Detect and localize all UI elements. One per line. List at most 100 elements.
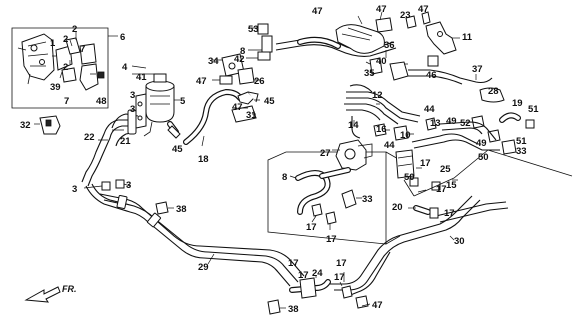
clamp-32 <box>34 115 61 135</box>
label-22: 22 <box>84 132 95 143</box>
label-3a: 3 <box>130 90 135 101</box>
leaders-top-left <box>17 32 96 79</box>
reservoir-bracket <box>135 93 147 129</box>
label-8a: 8 <box>240 46 245 57</box>
label-15: 15 <box>446 180 457 191</box>
label-1: 1 <box>50 38 56 49</box>
label-17b: 17 <box>436 184 447 195</box>
label-46: 46 <box>426 70 437 81</box>
clip-38-lower <box>267 299 286 315</box>
bracket-group-box <box>11 27 118 109</box>
far-right-parts <box>395 11 573 197</box>
return-pipe-30 <box>408 201 509 223</box>
label-3c: 3 <box>72 184 77 195</box>
label-5: 5 <box>180 96 186 107</box>
label-42: 42 <box>234 54 245 65</box>
label-19: 19 <box>512 98 523 109</box>
label-50b: 50 <box>404 172 415 183</box>
label-25: 25 <box>440 164 451 175</box>
label-50a: 50 <box>478 152 489 163</box>
lower-right-pipes <box>330 195 481 309</box>
label-17f: 17 <box>288 258 299 269</box>
label-16: 16 <box>376 124 387 135</box>
label-6: 6 <box>120 32 125 43</box>
label-2c: 2 <box>63 62 68 73</box>
label-4: 4 <box>122 62 128 73</box>
label-47e: 47 <box>418 4 429 15</box>
label-51b: 51 <box>516 136 527 147</box>
hose-24-lower <box>289 276 331 299</box>
upper-center-parts <box>212 23 273 123</box>
label-40: 40 <box>376 56 387 67</box>
label-47a: 47 <box>196 76 207 87</box>
label-26: 26 <box>254 76 265 87</box>
label-36: 36 <box>384 40 395 51</box>
label-3b: 3 <box>130 104 135 115</box>
hose-8-detail <box>289 167 351 215</box>
callout-labels: 1 2 2 2 7 6 39 7 48 4 41 3 3 5 32 22 21 … <box>20 4 539 315</box>
label-47b: 47 <box>232 102 243 113</box>
label-3d: 3 <box>126 180 131 191</box>
label-41: 41 <box>136 72 147 83</box>
label-51a: 51 <box>528 104 539 115</box>
label-49: 49 <box>446 116 457 127</box>
label-17a: 17 <box>420 158 431 169</box>
label-35: 35 <box>364 68 375 79</box>
main-pipe-29 <box>85 183 305 287</box>
front-label: FR. <box>62 284 77 294</box>
label-13: 13 <box>430 118 441 129</box>
label-31: 31 <box>246 110 257 121</box>
label-7b: 7 <box>64 96 69 107</box>
group-outline <box>11 27 109 109</box>
label-17c: 17 <box>306 222 317 233</box>
label-17i: 17 <box>334 272 345 283</box>
label-7: 7 <box>80 44 85 55</box>
label-17e: 17 <box>444 208 455 219</box>
label-47c: 47 <box>312 6 323 17</box>
label-33a: 33 <box>362 194 373 205</box>
label-29: 29 <box>198 262 209 273</box>
detail-clamps <box>311 189 362 230</box>
label-38b: 38 <box>288 304 299 315</box>
feed-hose-18 <box>183 88 243 147</box>
label-44a: 44 <box>424 104 435 115</box>
label-33b: 33 <box>516 146 527 157</box>
label-47f: 47 <box>372 300 383 311</box>
label-17g: 17 <box>298 270 309 281</box>
top-hoses <box>275 11 493 85</box>
label-48: 48 <box>96 96 107 107</box>
label-20: 20 <box>392 202 403 213</box>
pump-bracket <box>21 33 105 91</box>
label-12: 12 <box>372 90 383 101</box>
label-27: 27 <box>320 148 331 159</box>
label-10: 10 <box>400 130 411 141</box>
label-14: 14 <box>348 120 359 131</box>
clip-38-upper <box>155 201 174 215</box>
label-2b: 2 <box>63 34 68 45</box>
label-45a: 45 <box>172 144 183 155</box>
clip-3-lower <box>83 179 131 191</box>
label-49b: 49 <box>476 138 487 149</box>
label-24: 24 <box>312 268 323 279</box>
label-17d: 17 <box>326 234 337 245</box>
label-44b: 44 <box>384 140 395 151</box>
label-37: 37 <box>472 64 483 75</box>
label-23: 23 <box>400 10 411 21</box>
label-52: 52 <box>460 118 471 129</box>
front-direction-arrow: FR. <box>24 284 77 303</box>
label-21: 21 <box>120 136 131 147</box>
label-8b: 8 <box>282 172 287 183</box>
label-38a: 38 <box>176 204 187 215</box>
label-34: 34 <box>208 56 219 67</box>
detail-box <box>267 151 401 245</box>
label-45b: 45 <box>264 96 275 107</box>
reservoir-return-hose <box>167 121 181 139</box>
label-32: 32 <box>20 120 31 131</box>
label-11: 11 <box>462 32 473 43</box>
pipe-bundle-12-14 <box>344 84 421 141</box>
pipes-21-22 <box>81 109 139 187</box>
label-17h: 17 <box>336 258 347 269</box>
reservoir-tank <box>131 65 180 137</box>
